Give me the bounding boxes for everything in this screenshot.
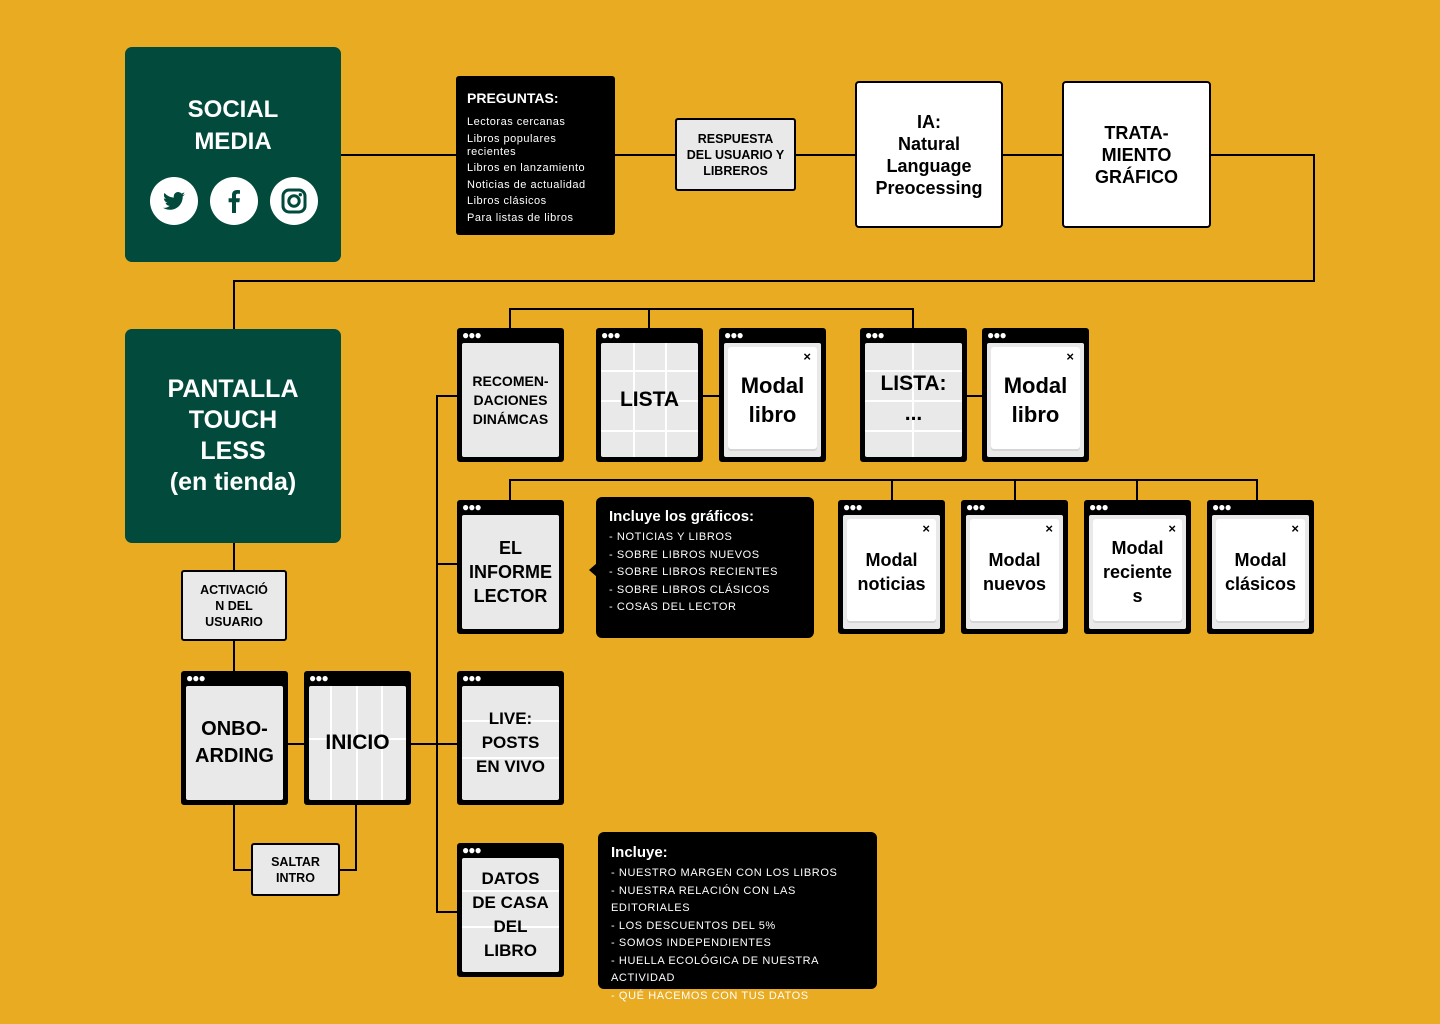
saltar-intro-button[interactable]: SALTAR INTRO (251, 843, 340, 896)
screen-modal-libro-1[interactable]: ●●● × Modal libro (719, 328, 826, 462)
list-item: - QUÉ HACEMOS CON TUS DATOS (611, 989, 809, 1002)
datos-note-list: - NUESTRO MARGEN CON LOS LIBROS - NUESTRA… (611, 865, 867, 1005)
screen-modal-noticias[interactable]: ●●● × Modal noticias (838, 500, 945, 634)
close-icon[interactable]: × (922, 521, 930, 536)
social-media-block: SOCIAL MEDIA (125, 47, 341, 262)
datos-note: Incluye: - NUESTRO MARGEN CON LOS LIBROS… (598, 832, 877, 1002)
window-dots-icon: ●●● (865, 328, 885, 342)
list-item: Libros populares recientes (467, 132, 557, 158)
window-dots-icon: ●●● (1089, 500, 1109, 514)
screen-lista[interactable]: ●●● LISTA (596, 328, 703, 462)
screen-title: Modal nuevos (982, 550, 1047, 594)
window-dots-icon: ●●● (462, 328, 482, 342)
list-item: - NUESTRO MARGEN CON LOS LIBROS (611, 867, 838, 879)
list-item: - COSAS DEL LECTOR (609, 601, 737, 613)
window-dots-icon: ●●● (843, 500, 863, 514)
instagram-icon[interactable] (270, 177, 318, 225)
callout-pointer-icon (589, 563, 597, 577)
close-icon[interactable]: × (1045, 521, 1053, 536)
screen-onboarding[interactable]: ●●● ONBO- ARDING (181, 671, 288, 805)
social-media-title: SOCIAL MEDIA (187, 96, 279, 155)
screen-title: INICIO (325, 731, 390, 754)
close-icon[interactable]: × (1168, 521, 1176, 536)
screen-title: Modal clásicos (1224, 550, 1297, 594)
preguntas-title: PREGUNTAS: (467, 90, 559, 106)
tratamiento-grafico-box: TRATA- MIENTO GRÁFICO (1062, 81, 1211, 228)
screen-title: DATOS DE CASA DEL LIBRO (472, 869, 549, 960)
list-item: - NUESTRA RELACIÓN CON LAS EDITORIALES (611, 884, 796, 915)
window-dots-icon: ●●● (186, 671, 206, 685)
list-item: - LOS DESCUENTOS DEL 5% (611, 919, 776, 932)
list-item: Lectoras cercanas (467, 116, 566, 128)
pantalla-touchless-block: PANTALLA TOUCH LESS (en tienda) (125, 329, 341, 543)
window-dots-icon: ●●● (462, 671, 482, 685)
datos-note-title: Incluye: (611, 844, 668, 861)
screen-title: RECOMEN- DACIONES DINÁMCAS (472, 372, 549, 427)
screen-title: Modal reciente s (1102, 538, 1173, 606)
graficos-note-title: Incluye los gráficos: (609, 508, 755, 525)
window-dots-icon: ●●● (309, 671, 329, 685)
list-item: - HUELLA ECOLÓGICA DE NUESTRA ACTIVIDAD (611, 954, 819, 985)
facebook-icon[interactable] (210, 177, 258, 225)
window-dots-icon: ●●● (462, 843, 482, 857)
window-dots-icon: ●●● (1212, 500, 1232, 514)
window-dots-icon: ●●● (987, 328, 1007, 342)
activacion-usuario-box: ACTIVACIÓ N DEL USUARIO (181, 570, 287, 641)
list-item: - NOTICIAS Y LIBROS (609, 531, 733, 543)
screen-title: LISTA (619, 388, 680, 411)
screen-recomendaciones[interactable]: ●●● RECOMEN- DACIONES DINÁMCAS (457, 328, 564, 462)
twitter-icon[interactable] (150, 177, 198, 225)
screen-title: Modal libro (1003, 373, 1068, 427)
list-item: Noticias de actualidad (467, 178, 586, 191)
screen-title: LISTA: ... (880, 372, 947, 425)
window-dots-icon: ●●● (601, 328, 621, 342)
screen-lista-2[interactable]: ●●● LISTA: ... (860, 328, 967, 462)
close-icon[interactable]: × (803, 349, 811, 364)
screen-modal-clasicos[interactable]: ●●● × Modal clásicos (1207, 500, 1314, 634)
graficos-note: Incluye los gráficos: - NOTICIAS Y LIBRO… (596, 497, 814, 638)
screen-title: ONBO- ARDING (195, 718, 274, 767)
window-dots-icon: ●●● (966, 500, 986, 514)
close-icon[interactable]: × (1066, 349, 1074, 364)
respuesta-box: RESPUESTA DEL USUARIO Y LIBREROS (675, 118, 796, 191)
screen-title: LIVE: POSTS EN VIVO (476, 709, 545, 776)
window-dots-icon: ●●● (724, 328, 744, 342)
list-item: - SOBRE LIBROS NUEVOS (609, 548, 760, 561)
screen-modal-libro-2[interactable]: ●●● × Modal libro (982, 328, 1089, 462)
list-item: - SOBRE LIBROS RECIENTES (609, 566, 779, 578)
screen-title: Modal noticias (857, 550, 926, 594)
list-item: Libros en lanzamiento (467, 162, 586, 175)
screen-title: Modal libro (740, 373, 805, 427)
screen-inicio[interactable]: ●●● INICIO (304, 671, 411, 805)
window-dots-icon: ●●● (462, 500, 482, 514)
list-item: Para listas de libros (467, 211, 574, 224)
screen-modal-recientes[interactable]: ●●● × Modal reciente s (1084, 500, 1191, 634)
list-item: - SOBRE LIBROS CLÁSICOS (609, 583, 771, 596)
screen-informe-lector[interactable]: ●●● EL INFORME LECTOR (457, 500, 564, 634)
pantalla-title: PANTALLA TOUCH LESS (en tienda) (167, 375, 299, 496)
close-icon[interactable]: × (1291, 521, 1299, 536)
screen-live-posts[interactable]: ●●● LIVE: POSTS EN VIVO (457, 671, 564, 805)
graficos-note-list: - NOTICIAS Y LIBROS - SOBRE LIBROS NUEVOS… (609, 529, 802, 617)
screen-title: EL INFORME LECTOR (469, 538, 552, 606)
ia-nlp-box: IA: Natural Language Preocessing (855, 81, 1003, 228)
list-item: Libros clásicos (467, 195, 547, 208)
screen-modal-nuevos[interactable]: ●●● × Modal nuevos (961, 500, 1068, 634)
screen-datos-casa-libro[interactable]: ●●● DATOS DE CASA DEL LIBRO (457, 843, 564, 977)
list-item: - SOMOS INDEPENDIENTES (611, 937, 772, 949)
